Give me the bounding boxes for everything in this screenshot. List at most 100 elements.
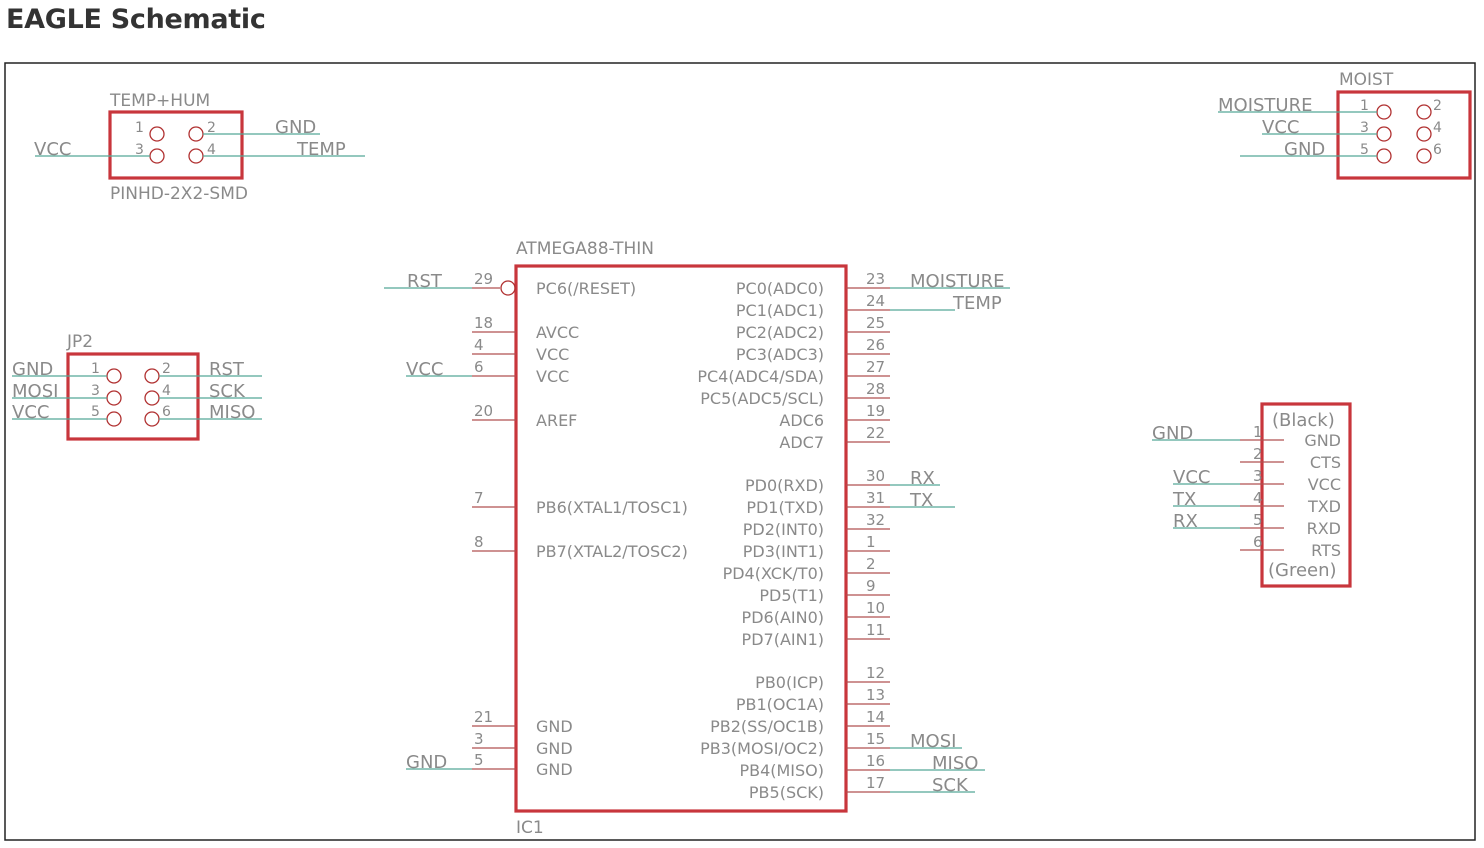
pin-function-label: PB1(OC1A) [736,695,824,714]
pin-function-label: PC2(ADC2) [736,323,824,342]
pin-function-label: ADC7 [779,433,824,452]
part-outline [514,264,848,813]
pin-pad [149,126,165,142]
net-label: MISO [209,402,255,423]
part-name-label: JP2 [66,332,93,352]
pin-number: 3 [135,142,144,158]
part-name-label: IC1 [516,818,544,838]
pin-number: 22 [866,424,885,442]
pin-number: 24 [866,292,885,310]
pin-number: 6 [474,358,484,376]
net-label: RST [407,271,443,292]
pin-pad [188,126,204,142]
pin-number: 15 [866,730,885,748]
pin-number: 3 [1253,467,1263,485]
pin-pad [188,148,204,164]
pin-pad [144,390,160,406]
net-label: MOISTURE [1218,95,1312,116]
pin-pad [1376,104,1392,120]
pin-number: 31 [866,489,885,507]
pin-number: 26 [866,336,885,354]
pin-function-label: VCC [536,367,569,386]
net-label: GND [1284,139,1325,160]
net-label: SCK [932,775,969,796]
part-name-label: MOIST [1339,70,1394,90]
pin-function-label: VCC [536,345,569,364]
net-label: VCC [1262,117,1299,138]
pin-number: 4 [1253,489,1263,507]
pin-number: 17 [866,774,885,792]
part-top-label: (Black) [1272,410,1335,431]
pin-number: 3 [1360,120,1369,136]
pin-number: 3 [91,383,100,399]
net-label: TEMP [952,293,1002,314]
pin-function-label: TXD [1307,497,1341,516]
pin-number: 6 [1433,142,1442,158]
pin-number: 5 [474,751,484,769]
part-value-label: PINHD-2X2-SMD [110,184,248,204]
part-value-label: ATMEGA88-THIN [516,239,654,259]
pin-pad [149,148,165,164]
pin-pad [1416,126,1432,142]
pin-number: 6 [1253,533,1263,551]
pin-number: 8 [474,533,484,551]
net-label: VCC [1173,467,1210,488]
pin-function-label: VCC [1308,475,1341,494]
part-outline [66,352,200,441]
pin-number: 4 [1433,120,1442,136]
pin-number: 4 [474,336,484,354]
pin-function-label: PC3(ADC3) [736,345,824,364]
net-label: RX [910,468,935,489]
net-label: GND [275,117,316,138]
pin-function-label: PC6(/RESET) [536,279,636,298]
pin-function-label: PB4(MISO) [739,761,824,780]
net-label: TX [909,490,933,511]
net-label: GND [12,359,53,380]
pin-function-label: ADC6 [779,411,824,430]
net-label: GND [406,752,447,773]
net-label: SCK [209,381,246,402]
pin-function-label: PC0(ADC0) [736,279,824,298]
pin-number: 28 [866,380,885,398]
pin-pad [144,368,160,384]
pin-number: 25 [866,314,885,332]
pin-function-label: PD4(XCK/T0) [723,564,824,583]
pin-number: 32 [866,511,885,529]
pin-number: 5 [1360,142,1369,158]
pin-number: 6 [162,404,171,420]
pin-function-label: PC5(ADC5/SCL) [700,389,824,408]
pin-pad [144,411,160,427]
part-name-label: TEMP+HUM [109,91,210,111]
part-outline [1336,90,1472,180]
pin-function-label: PC4(ADC4/SDA) [697,367,824,386]
pin-function-label: PB0(ICP) [755,673,824,692]
pin-function-label: GND [536,760,573,779]
pin-function-label: PD2(INT0) [743,520,824,539]
pin-pad [1376,148,1392,164]
net-label: VCC [406,359,443,380]
pin-number: 5 [1253,511,1263,529]
pin-pad [1376,126,1392,142]
pin-function-label: PD0(RXD) [745,476,824,495]
pin-function-label: RXD [1307,519,1341,538]
pin-function-label: PB6(XTAL1/TOSC1) [536,498,688,517]
part-outline [1260,402,1352,588]
pin-function-label: PD1(TXD) [746,498,824,517]
pin-pad [1416,148,1432,164]
pin-function-label: PB3(MOSI/OC2) [700,739,824,758]
pin-number: 4 [162,383,171,399]
net-label: MOISTURE [910,271,1004,292]
pin-function-label: CTS [1310,453,1341,472]
pin-number: 16 [866,752,885,770]
pin-number: 5 [91,404,100,420]
net-label: RST [209,359,245,380]
net-label: VCC [12,402,49,423]
pin-number: 21 [474,708,493,726]
pin-function-label: PB2(SS/OC1B) [710,717,824,736]
